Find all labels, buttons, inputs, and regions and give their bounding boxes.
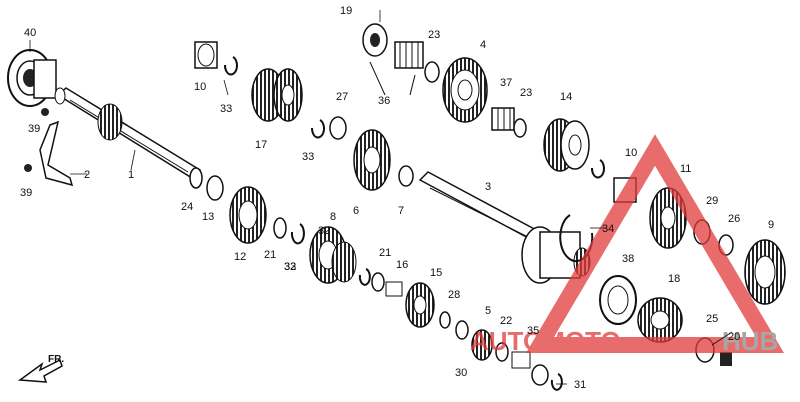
part-label-28: 28: [448, 289, 460, 301]
part-label-26: 26: [728, 213, 740, 225]
part-label-16: 16: [396, 259, 408, 271]
part-label-15: 15: [430, 267, 442, 279]
part-label-39: 39: [20, 187, 32, 199]
part-label-37: 37: [500, 77, 512, 89]
part-label-35: 35: [527, 325, 539, 337]
part-label-12: 12: [234, 251, 246, 263]
part-label-19: 19: [340, 5, 352, 17]
upper-row-left: [194, 41, 303, 122]
gear-8: [309, 226, 357, 284]
part-label-22: 22: [500, 315, 512, 327]
part-label-4: 4: [480, 39, 486, 51]
part-label-2: 2: [84, 169, 90, 181]
part-label-18: 18: [668, 273, 680, 285]
watermark-text-left: AUTOMOTO: [470, 326, 621, 356]
stopper-plate-2: [24, 108, 74, 187]
part-label-10: 10: [194, 81, 206, 93]
collar-group-16: [358, 268, 403, 297]
gear-15: [405, 282, 469, 340]
part-label-9: 9: [768, 219, 774, 231]
part-label-11: 11: [680, 163, 691, 175]
part-label-29: 29: [706, 195, 718, 207]
part-label-40: 40: [24, 27, 36, 39]
part-label-39: 39: [28, 123, 40, 135]
part-label-34: 34: [602, 223, 614, 235]
part-label-36: 36: [378, 95, 390, 107]
gear-5-group: [471, 329, 563, 391]
part-label-23: 23: [428, 29, 440, 41]
front-label: FR.: [48, 354, 64, 365]
part-label-38: 38: [622, 253, 634, 265]
part-label-8: 8: [330, 211, 336, 223]
part-label-21: 21: [379, 247, 391, 259]
part-label-23: 23: [520, 87, 532, 99]
mainshaft-3: [418, 171, 591, 284]
part-label-33: 33: [302, 151, 314, 163]
part-label-32: 32: [318, 225, 330, 237]
part-label-10: 10: [625, 147, 637, 159]
bolt-39b: [24, 164, 32, 172]
part-label-33: 33: [284, 261, 296, 273]
front-arrow: FR.: [17, 354, 64, 383]
part-label-33: 33: [220, 103, 232, 115]
part-label-24: 24: [181, 201, 193, 213]
leader-lines: [29, 10, 733, 385]
watermark-text-right: HUB: [722, 326, 778, 356]
part-label-21: 21: [264, 249, 276, 261]
part-label-6: 6: [353, 205, 359, 217]
watermark-triangle: [525, 134, 785, 353]
part-label-5: 5: [485, 305, 491, 317]
bearing-37: [491, 107, 527, 138]
gear-4: [442, 57, 488, 123]
countershaft-1: [54, 87, 202, 179]
countershaft-components: [189, 167, 305, 245]
part-label-25: 25: [706, 313, 718, 325]
part-label-20: 20: [728, 331, 740, 343]
gear-14: [543, 118, 590, 172]
part-label-17: 17: [255, 139, 267, 151]
part-label-7: 7: [398, 205, 404, 217]
part-label-27: 27: [336, 91, 348, 103]
bearing-40: [7, 49, 57, 107]
bolt-39a: [41, 108, 49, 116]
watermark: AUTOMOTO HUB: [470, 134, 785, 356]
part-label-3: 3: [485, 181, 491, 193]
part-label-31: 31: [574, 379, 586, 391]
part-label-1: 1: [128, 169, 134, 181]
part-label-14: 14: [560, 91, 572, 103]
gear-6-group: [310, 116, 414, 191]
bearing-group-36: [362, 23, 440, 96]
part-label-30: 30: [455, 367, 467, 379]
part-label-32: 32: [284, 261, 296, 273]
part-label-13: 13: [202, 211, 214, 223]
